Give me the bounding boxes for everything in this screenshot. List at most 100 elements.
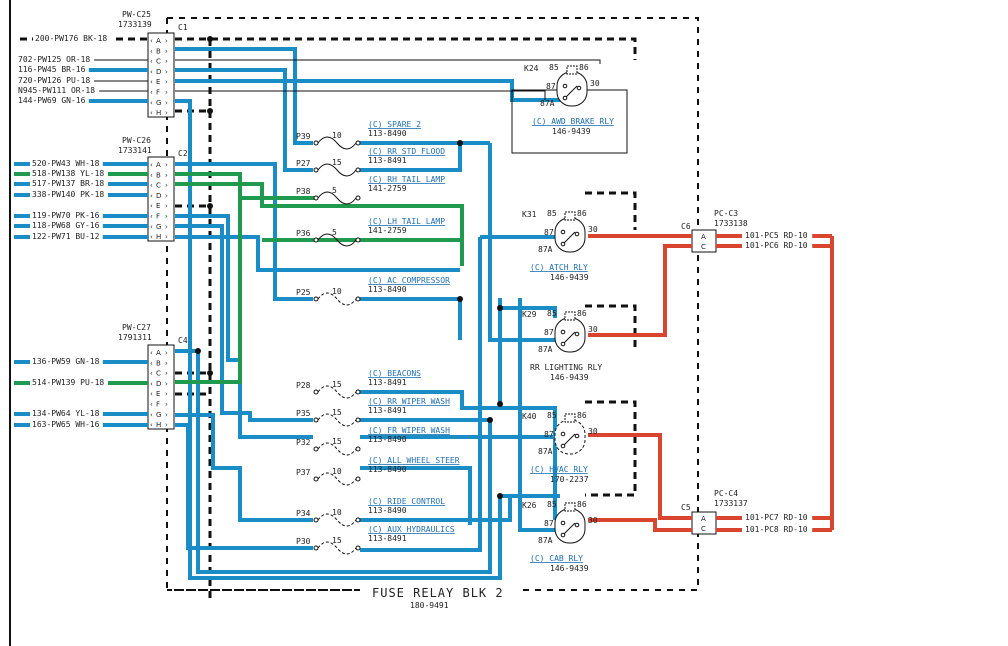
- svg-text:‹: ‹: [150, 401, 153, 409]
- svg-text:A: A: [701, 515, 706, 523]
- connector-pin-label: H: [156, 421, 161, 429]
- connector-pin-label: E: [156, 78, 160, 86]
- wire-label: 122-PW71 BU-12: [32, 232, 100, 241]
- connector-pin-label: F: [156, 89, 160, 97]
- fuse-name: (C) RH TAIL LAMP: [368, 175, 445, 184]
- connector-pin-label: B: [156, 47, 161, 55]
- connector-pin-label: C: [156, 182, 161, 190]
- svg-text:C1: C1: [178, 23, 188, 32]
- svg-text:‹: ‹: [150, 359, 153, 367]
- fuse-name: (C) AUX HYDRAULICS: [368, 525, 455, 534]
- svg-text:30: 30: [588, 427, 598, 436]
- svg-text:1733139: 1733139: [118, 20, 152, 29]
- svg-text:›: ›: [165, 370, 168, 378]
- svg-text:›: ›: [165, 37, 168, 45]
- blue-wires: [175, 47, 560, 580]
- svg-text:10: 10: [332, 131, 342, 140]
- red-wires: [588, 234, 834, 532]
- svg-text:›: ›: [165, 109, 168, 117]
- wire-label: 702-PW125 OR-18: [18, 55, 90, 64]
- svg-text:86: 86: [577, 209, 587, 218]
- svg-text:K26: K26: [522, 501, 537, 510]
- svg-text:86: 86: [579, 63, 589, 72]
- relay-name: (C) ATCH RLY: [530, 263, 588, 272]
- connector-pin-label: C: [156, 58, 161, 66]
- wire-label: 134-PW64 YL-18: [32, 409, 100, 418]
- fuse-name: (C) SPARE 2: [368, 120, 421, 129]
- svg-text:›: ›: [165, 58, 168, 66]
- wire-label: 118-PW68 GY-16: [32, 221, 100, 230]
- svg-text:‹: ‹: [150, 171, 153, 179]
- fuse-name: (C) RR WIPER WASH: [368, 397, 450, 406]
- svg-text:‹: ‹: [150, 192, 153, 200]
- connector-pin-label: A: [156, 349, 161, 357]
- svg-text:›: ›: [165, 192, 168, 200]
- svg-text:‹: ‹: [150, 47, 153, 55]
- svg-text:P37: P37: [296, 468, 311, 477]
- svg-text:86: 86: [577, 411, 587, 420]
- svg-text:›: ›: [165, 47, 168, 55]
- svg-text:P25: P25: [296, 288, 311, 297]
- svg-text:85: 85: [547, 411, 557, 420]
- connector-pin-label: A: [156, 37, 161, 45]
- svg-text:10: 10: [332, 508, 342, 517]
- wire-label: 144-PW69 GN-16: [18, 96, 86, 105]
- svg-text:›: ›: [165, 390, 168, 398]
- svg-text:‹: ‹: [150, 99, 153, 107]
- connector-pin-label: G: [156, 99, 161, 107]
- relay-name: (C) AWD BRAKE RLY: [532, 117, 614, 126]
- connector-pin-label: D: [156, 192, 161, 200]
- svg-text:›: ›: [165, 182, 168, 190]
- svg-text:›: ›: [165, 161, 168, 169]
- block-part: 180-9491: [410, 601, 449, 610]
- svg-text:‹: ‹: [150, 213, 153, 221]
- svg-text:15: 15: [332, 536, 342, 545]
- connector-pin-label: E: [156, 390, 160, 398]
- fuse-name: (C) FR WIPER WASH: [368, 426, 450, 435]
- wire-label: 518-PW138 YL-18: [32, 169, 104, 178]
- wire-label: 101-PC7 RD-10: [745, 513, 808, 522]
- svg-text:1733141: 1733141: [118, 146, 152, 155]
- fuse-name: (C) BEACONS: [368, 369, 421, 378]
- block-title: FUSE RELAY BLK 2: [372, 586, 504, 600]
- connector-pin-label: H: [156, 233, 161, 241]
- svg-text:‹: ‹: [150, 109, 153, 117]
- svg-text:85: 85: [547, 500, 557, 509]
- svg-text:86: 86: [577, 500, 587, 509]
- green-wires: [175, 172, 464, 384]
- svg-text:P38: P38: [296, 187, 311, 196]
- svg-text:›: ›: [165, 89, 168, 97]
- svg-text:113-8490: 113-8490: [368, 285, 407, 294]
- svg-text:›: ›: [165, 78, 168, 86]
- svg-text:87: 87: [544, 430, 554, 439]
- fuse-name: (C) RR STD FLOOD: [368, 147, 445, 156]
- connector-pin-label: F: [156, 213, 160, 221]
- svg-text:›: ›: [165, 380, 168, 388]
- svg-text:‹: ‹: [150, 233, 153, 241]
- svg-text:113-8490: 113-8490: [368, 435, 407, 444]
- svg-text:‹: ‹: [150, 370, 153, 378]
- svg-text:K24: K24: [524, 64, 539, 73]
- svg-text:15: 15: [332, 380, 342, 389]
- svg-text:‹: ‹: [150, 411, 153, 419]
- svg-text:‹: ‹: [150, 202, 153, 210]
- svg-text:›: ›: [165, 68, 168, 76]
- svg-text:‹: ‹: [150, 37, 153, 45]
- wire-label: 720-PW126 PU-18: [18, 76, 90, 85]
- svg-text:87A: 87A: [538, 345, 553, 354]
- connector-c6: PC-C3 1733138 C6: [681, 209, 748, 253]
- connector-pin-label: D: [156, 380, 161, 388]
- svg-text:‹: ‹: [150, 58, 153, 66]
- svg-text:5: 5: [332, 228, 337, 237]
- svg-text:‹: ‹: [150, 182, 153, 190]
- wire-label: 101-PC6 RD-10: [745, 241, 808, 250]
- svg-text:‹: ‹: [150, 390, 153, 398]
- svg-text:15: 15: [332, 437, 342, 446]
- svg-text:113-8491: 113-8491: [368, 156, 407, 165]
